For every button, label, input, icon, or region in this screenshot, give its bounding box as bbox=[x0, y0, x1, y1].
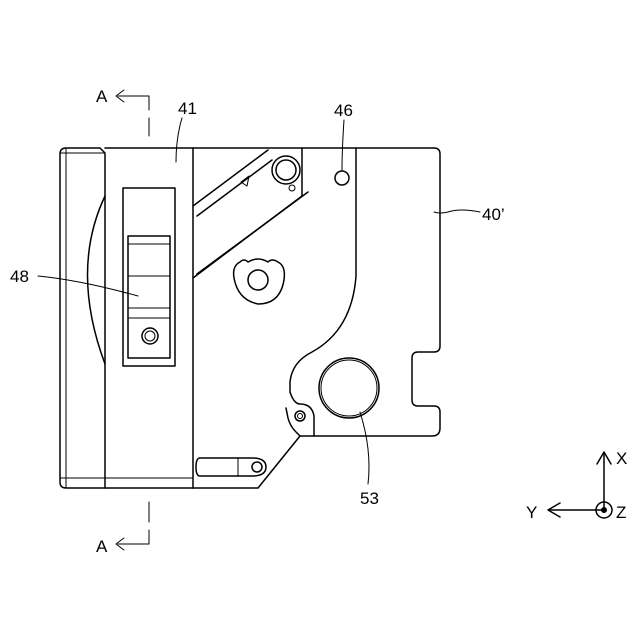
section-label-bottom: A bbox=[96, 537, 108, 556]
bottom-slot bbox=[196, 458, 266, 476]
left-side-panel bbox=[60, 148, 105, 488]
axis-label-x: X bbox=[616, 449, 627, 468]
axis-label-y: Y bbox=[526, 503, 537, 522]
lower-pin bbox=[295, 411, 305, 421]
part-label-48: 48 bbox=[10, 267, 29, 286]
part-label-46: 46 bbox=[334, 101, 353, 120]
upper-roller bbox=[272, 156, 300, 191]
part-label-41: 41 bbox=[178, 99, 197, 118]
part-label-40: 40’ bbox=[482, 205, 505, 224]
part-label-53: 53 bbox=[360, 489, 379, 508]
hole-46 bbox=[335, 171, 349, 185]
section-line-bottom bbox=[116, 502, 149, 550]
window-component-48 bbox=[123, 188, 175, 366]
section-line-top bbox=[116, 90, 149, 136]
section-label-top: A bbox=[96, 87, 108, 106]
axis-label-z: Z bbox=[616, 503, 626, 522]
axes-indicator bbox=[548, 452, 612, 518]
spool-hub bbox=[234, 259, 285, 304]
large-roller-53 bbox=[319, 358, 379, 418]
main-body-40 bbox=[193, 148, 440, 488]
